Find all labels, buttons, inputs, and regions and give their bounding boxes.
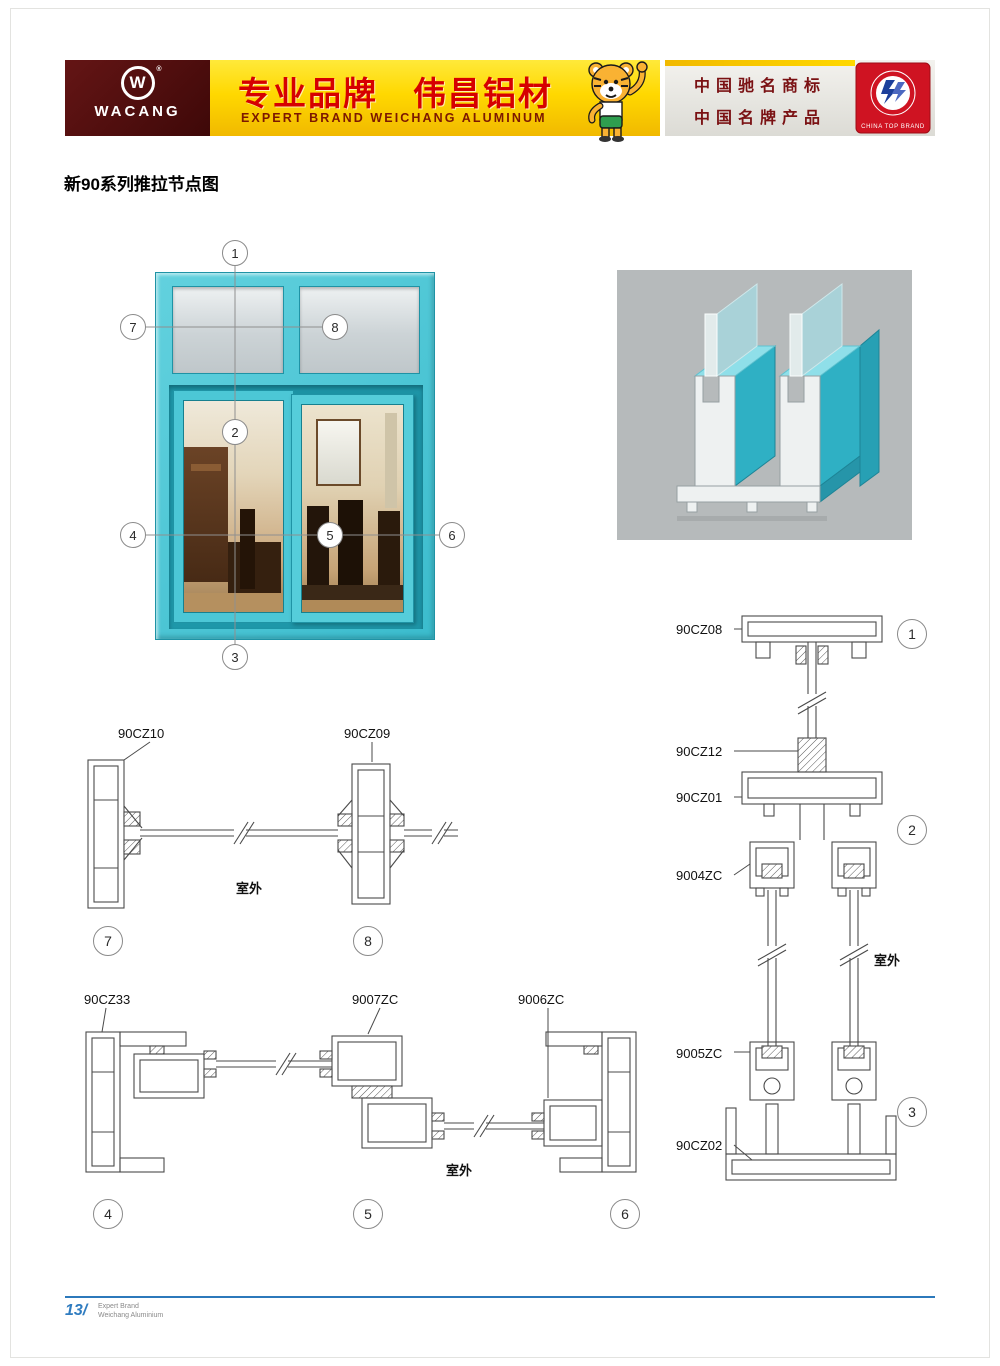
section-4-5-6-drawing <box>85 1031 637 1173</box>
vertical-section-drawing <box>725 615 897 1181</box>
photo-chair-1 <box>307 506 330 594</box>
profile-3d-render <box>617 270 912 540</box>
profile-label-9005zc: 9005ZC <box>676 1046 723 1061</box>
footer-text-line-1: Expert Brand <box>98 1303 139 1310</box>
profile-label-9007zc: 9007ZC <box>352 992 399 1007</box>
callout-number: 5 <box>326 527 334 543</box>
callout-6-drawing: 6 <box>610 1199 640 1229</box>
banner-subtitle: EXPERT BRAND WEICHANG ALUMINUM <box>241 111 547 125</box>
sash-glass-right-photo <box>301 404 404 613</box>
page-number: 13/ <box>65 1302 88 1319</box>
photo-table-edge <box>302 585 403 600</box>
callout-7-drawing: 7 <box>93 926 123 956</box>
callout-number: 3 <box>231 649 239 665</box>
callout-3-window: 3 <box>222 644 248 670</box>
callout-5-window: 5 <box>317 522 343 548</box>
callout-number: 1 <box>231 245 239 261</box>
photo-chair-3 <box>377 510 400 594</box>
profile-label-90cz02: 90CZ02 <box>676 1138 723 1153</box>
banner: 专业品牌 伟昌铝材 EXPERT BRAND WEICHANG ALUMINUM <box>210 60 660 136</box>
profile-label-90cz10: 90CZ10 <box>118 726 165 741</box>
label-leader-lines <box>101 628 798 1161</box>
sash-glass-left-photo <box>183 400 284 613</box>
callout-number: 1 <box>908 626 916 642</box>
outdoor-label-2: 室外 <box>874 953 901 968</box>
callout-2-window: 2 <box>222 419 248 445</box>
sliding-sash-right <box>291 394 414 623</box>
callout-number: 7 <box>104 933 112 949</box>
honor-line-1: 中国驰名商标 <box>693 78 826 95</box>
page-header: W ® WACANG 专业品牌 伟昌铝材 EXPERT BRAND WEICHA… <box>65 60 935 142</box>
page-border <box>10 8 990 1358</box>
photo-back-window <box>316 419 361 486</box>
tiger-mascot-icon <box>570 54 654 142</box>
profile-label-90cz12: 90CZ12 <box>676 744 723 759</box>
photo-floor <box>184 593 283 612</box>
callout-number: 3 <box>908 1104 916 1120</box>
callout-5-drawing: 5 <box>353 1199 383 1229</box>
callout-number: 2 <box>231 424 239 440</box>
callout-number: 6 <box>621 1206 629 1222</box>
callout-number: 8 <box>364 933 372 949</box>
honor-line-2: 中国名牌产品 <box>693 110 826 127</box>
profile-label-9006zc: 9006ZC <box>518 992 565 1007</box>
photo-curtain <box>384 413 397 509</box>
callout-number: 6 <box>448 527 456 543</box>
callout-7-window: 7 <box>120 314 146 340</box>
wacang-logo-icon: W ® <box>120 66 162 100</box>
callout-number: 4 <box>129 527 137 543</box>
callout-1-window: 1 <box>222 240 248 266</box>
photo-chair-2 <box>338 500 363 596</box>
window-illustration <box>155 272 435 640</box>
footer-divider <box>65 1296 935 1298</box>
sliding-sash-left <box>173 390 294 623</box>
brand-name: WACANG <box>94 103 181 120</box>
section-7-8-drawing <box>87 759 458 909</box>
photo-chair <box>240 508 256 589</box>
callout-4-drawing: 4 <box>93 1199 123 1229</box>
registered-mark: ® <box>156 66 162 73</box>
banner-title: 专业品牌 伟昌铝材 <box>238 75 553 112</box>
callout-8-drawing: 8 <box>353 926 383 956</box>
logo-letter: W <box>129 73 146 92</box>
callout-1-drawing: 1 <box>897 619 927 649</box>
china-top-brand-badge: CHINA TOP BRAND <box>855 62 931 134</box>
callout-number: 4 <box>104 1206 112 1222</box>
footer-text-line-2: Weichang Aluminium <box>98 1311 164 1319</box>
profile-label-90cz09: 90CZ09 <box>344 726 391 741</box>
callout-6-window: 6 <box>439 522 465 548</box>
transom-glass-right <box>299 286 420 374</box>
header-right-panel: 中国驰名商标 中国名牌产品 CHINA TOP BRAND <box>665 60 935 136</box>
photo-cabinet-shelf <box>190 464 221 471</box>
callout-8-window: 8 <box>322 314 348 340</box>
profile-label-90cz33: 90CZ33 <box>84 992 131 1007</box>
brand-logo-block: W ® WACANG <box>65 60 210 136</box>
callout-2-drawing: 2 <box>897 815 927 845</box>
profile-label-90cz08: 90CZ08 <box>676 622 723 637</box>
callout-4-window: 4 <box>120 522 146 548</box>
badge-text: CHINA TOP BRAND <box>861 124 925 130</box>
profile-label-90cz01: 90CZ01 <box>676 790 723 805</box>
callout-number: 2 <box>908 822 916 838</box>
yellow-strip <box>665 60 855 66</box>
callout-number: 8 <box>331 319 339 335</box>
outdoor-label-3: 室外 <box>446 1163 473 1178</box>
transom-glass-left <box>172 286 284 374</box>
footer-text: Expert Brand Weichang Aluminium <box>98 1303 163 1321</box>
callout-number: 7 <box>129 319 137 335</box>
callout-number: 5 <box>364 1206 372 1222</box>
outdoor-label-1: 室外 <box>236 881 263 896</box>
page-title: 新90系列推拉节点图 <box>64 175 219 194</box>
callout-3-drawing: 3 <box>897 1097 927 1127</box>
profile-label-9004zc: 9004ZC <box>676 868 723 883</box>
photo-floor-2 <box>302 599 403 612</box>
